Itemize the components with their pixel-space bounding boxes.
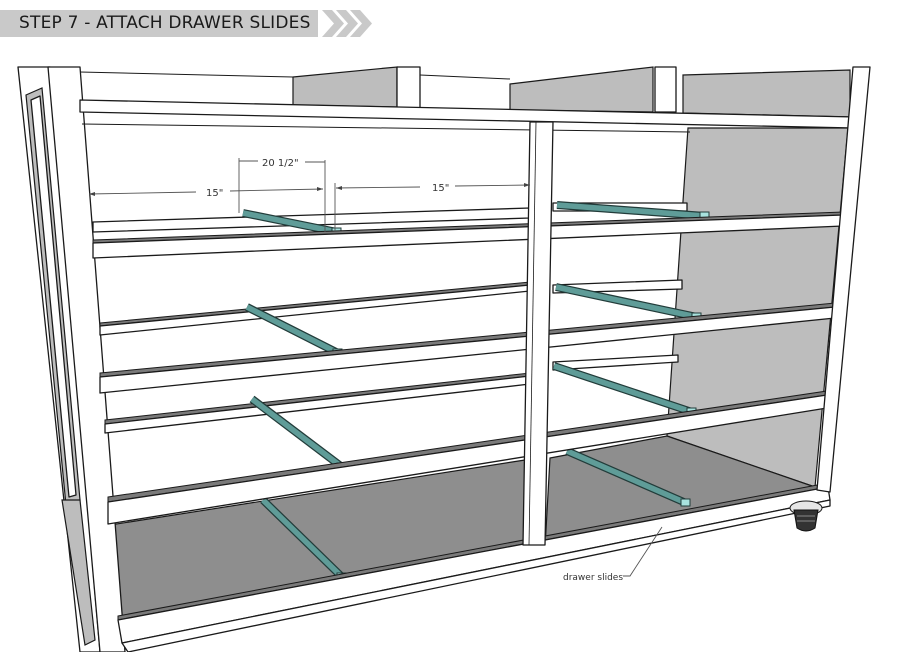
bun-foot [789,500,823,532]
left-stile [47,66,126,652]
left-side-panel [17,66,101,652]
front-rails [92,211,844,652]
upper-back-area [79,66,855,118]
drawer-slide-end [680,498,691,507]
dimension-right-offset: 15" [432,183,449,194]
dimension-left-offset: 15" [206,188,223,199]
drawer-slide-body [556,202,706,219]
drawer-slides-label: drawer slides [563,573,623,583]
drawer-slide-body [553,363,693,415]
drawer-slide [556,201,710,220]
dimension-lines: 20 1/2" 15" 15" [88,158,531,232]
drawer-slide-body [242,210,338,235]
drawer-slide-body [245,304,340,356]
drawer-slide-body [261,498,344,579]
drawer-slide-body [565,448,688,506]
drawer-slide-body [250,396,344,470]
right-stile [816,66,871,493]
drawer-slide [565,447,691,507]
drawer-slide-body [555,284,698,320]
chevron-arrows-icon [318,10,372,37]
back-panel-right [682,69,851,118]
dimension-slide-spacing: 20 1/2" [262,158,299,169]
top-post-right [654,66,677,113]
top-post-left [396,66,421,109]
drawer-slides-callout: drawer slides [563,526,663,583]
step-title: STEP 7 - ATTACH DRAWER SLIDES [19,13,311,33]
step-header-bar: STEP 7 - ATTACH DRAWER SLIDES [0,10,318,37]
